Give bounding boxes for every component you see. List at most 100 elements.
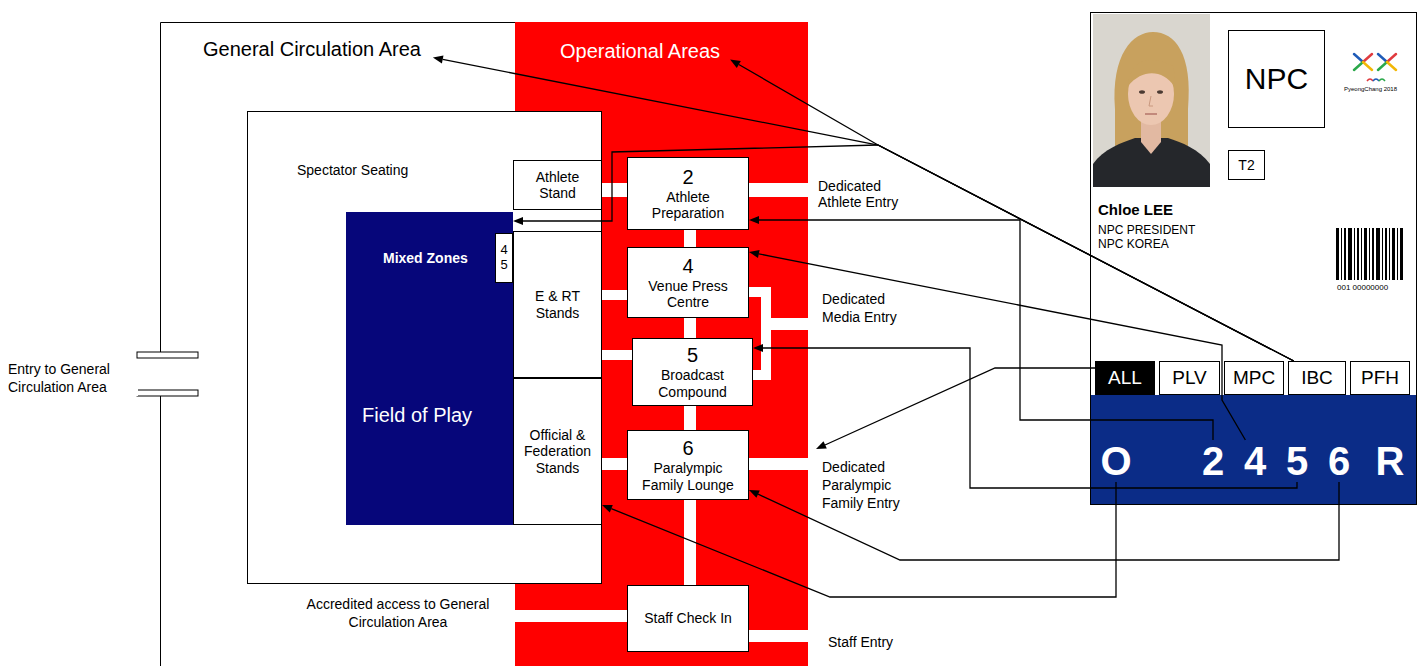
text-slot: General Circulation Area (203, 38, 421, 61)
label-slot: Accredited access to General Circulation… (283, 595, 513, 631)
logo-stroke (1378, 62, 1387, 70)
barcode (1336, 228, 1404, 280)
annotation-label: Dedicated Athlete Entry (818, 178, 918, 210)
zone-number: 5 (500, 258, 507, 273)
portrait-photo (1093, 14, 1210, 187)
barcode-bars (1336, 228, 1403, 280)
category-code: NPC (1245, 62, 1308, 97)
zone-label: 5 (687, 344, 698, 367)
area-label: Spectator Seating (297, 162, 408, 178)
logo-stroke (1378, 54, 1387, 62)
bar (1376, 228, 1380, 280)
text-slot: Chloe LEE (1098, 201, 1173, 218)
bar (1341, 228, 1342, 280)
bar (1336, 228, 1339, 280)
label-slot: PyeongChang 2018 (1344, 86, 1397, 93)
corridor (602, 350, 632, 360)
area-label: Mixed Zones (383, 250, 468, 266)
corridor (684, 230, 696, 247)
logo-stroke (1363, 54, 1372, 62)
corridor (602, 458, 627, 470)
stand-label: E & RT Stands (518, 288, 597, 320)
annotation-label: Dedicated Media Entry (822, 290, 922, 326)
annotation-label: Dedicated Paralympic Family Entry (822, 458, 922, 512)
category-code: T2 (1238, 157, 1254, 173)
text-slot: Spectator Seating (297, 162, 408, 178)
corridor (684, 318, 696, 338)
venue-tag: IBC (1288, 361, 1346, 395)
games-logo (1345, 50, 1405, 84)
access-code: 2 (1197, 440, 1229, 482)
bar (1397, 228, 1398, 280)
annotation-label: Entry to General Circulation Area (8, 360, 138, 396)
access-code: 5 (1281, 440, 1313, 482)
bar (1389, 228, 1390, 280)
zone-box: 5Broadcast Compound (632, 338, 753, 406)
general-circulation-area: General Circulation AreaSpectator Seatin… (160, 22, 515, 666)
access-code-char: O (1100, 441, 1131, 481)
access-code: 4 (1239, 440, 1271, 482)
entry-door (137, 390, 198, 396)
bar (1361, 228, 1362, 280)
card-text: NPC KOREA (1098, 238, 1169, 252)
zone-label: Athlete Preparation (631, 189, 745, 221)
leader-arrowhead (816, 441, 827, 449)
zone-code-box: 45 (495, 233, 513, 283)
venue-code: ALL (1108, 367, 1142, 389)
arrowhead (433, 56, 444, 64)
venue-tag: PLV (1159, 361, 1220, 395)
venue-code: IBC (1301, 367, 1333, 389)
venue-tag: PFH (1350, 361, 1410, 395)
zone-label: 4 (682, 255, 693, 278)
annotation-label: Staff Entry (828, 634, 893, 650)
zone-label: Venue Press Centre (631, 278, 745, 310)
corridor (602, 290, 627, 300)
nose (1149, 96, 1153, 106)
text-slot: Field of Play (362, 404, 472, 427)
bar (1382, 228, 1383, 280)
zone-label: Broadcast Compound (636, 367, 749, 399)
area-heading: General Circulation Area (203, 38, 421, 61)
bar (1385, 228, 1387, 280)
fringe (1128, 60, 1175, 86)
zone-label: 6 (682, 437, 693, 460)
logo-stroke (1387, 62, 1396, 70)
stand-box: Official & Federation Stands (513, 378, 602, 525)
text-slot: NPC KOREA (1098, 238, 1169, 252)
category-box: T2 (1228, 150, 1265, 180)
annotation-label: 001 00000000 (1337, 283, 1388, 292)
bar (1369, 228, 1370, 280)
annotation-label: Accredited access to General Circulation… (283, 595, 513, 631)
text-slot: Mixed Zones (383, 250, 468, 266)
access-code-char: 5 (1286, 441, 1308, 481)
area-label: Field of Play (362, 404, 472, 427)
bar (1392, 228, 1395, 280)
entry-door (137, 352, 198, 358)
zone-box: 2Athlete Preparation (627, 157, 749, 230)
corridor (753, 370, 771, 380)
corridor (761, 318, 808, 330)
corridor (761, 287, 771, 380)
access-code-char: 6 (1328, 441, 1350, 481)
agitos (1379, 79, 1385, 81)
logo-stroke (1354, 62, 1363, 70)
bar (1372, 228, 1374, 280)
stand-box: E & RT Stands (513, 231, 602, 378)
zone-box: 6Paralympic Family Lounge (627, 430, 749, 500)
spectator-seating-box: Spectator SeatingMixed ZonesField of Pla… (247, 111, 602, 584)
access-code-char: 4 (1244, 441, 1266, 481)
venue-code: PLV (1172, 367, 1207, 389)
access-code: O (1100, 440, 1132, 482)
access-code: 6 (1323, 440, 1355, 482)
agitos (1367, 79, 1373, 81)
zone-label: Staff Check In (644, 610, 732, 626)
stand-box: Athlete Stand (513, 160, 602, 210)
zone-label: Paralympic Family Lounge (633, 460, 743, 492)
venue-tag: ALL (1095, 361, 1155, 395)
mouth (1145, 113, 1157, 115)
label-slot: Dedicated Paralympic Family Entry (822, 458, 922, 512)
bar (1357, 228, 1359, 280)
category-box: NPC (1228, 30, 1325, 128)
photo-ground (1093, 14, 1210, 187)
